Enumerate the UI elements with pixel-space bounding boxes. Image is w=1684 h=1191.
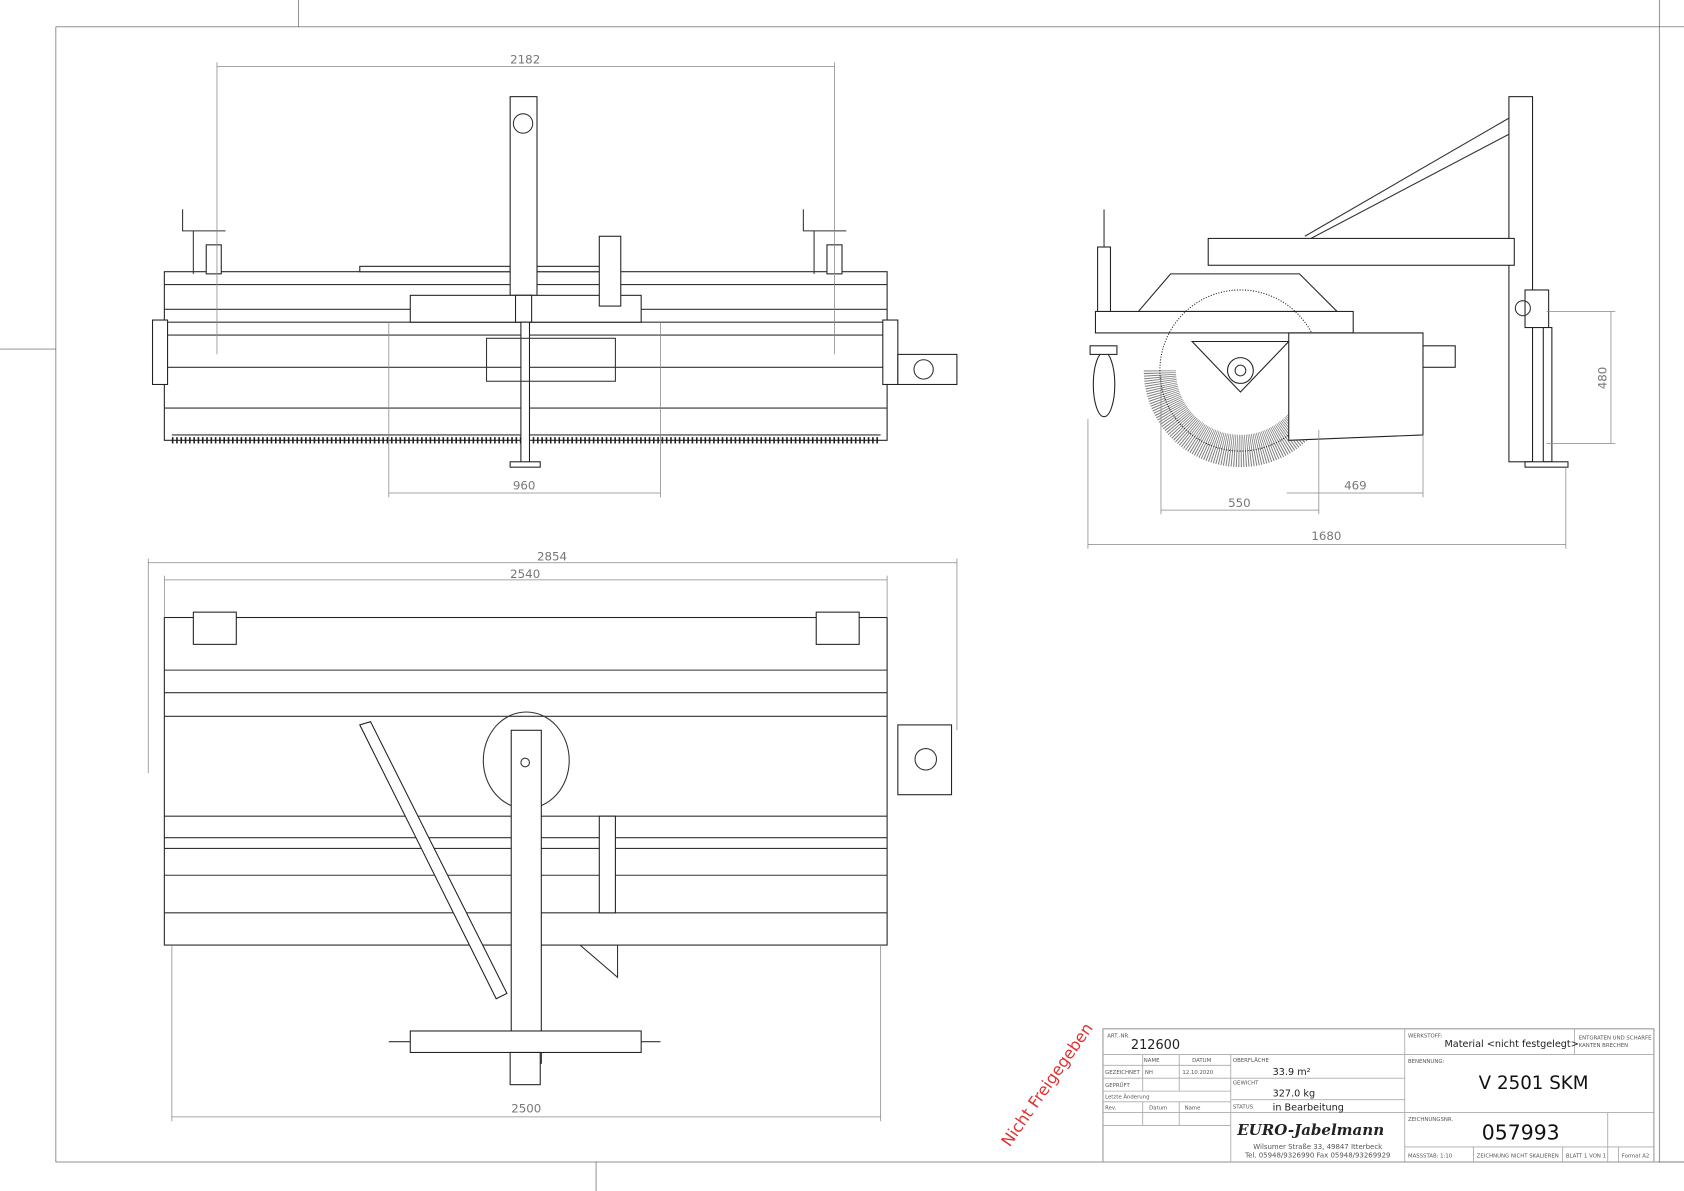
company-logo: EURO-Jabelmann <box>1236 1121 1384 1139</box>
zeichnungsnr-label: ZEICHNUNGSNR. <box>1408 1117 1453 1123</box>
werkstoff-label: WERKSTOFF: <box>1408 1033 1443 1039</box>
gezeichnet-datum: 12.10.2020 <box>1182 1070 1213 1076</box>
top-view-dimensions: 2854 2540 2500 <box>147 550 958 1122</box>
company-address: Wilsumer Straße 33, 49847 Itterbeck <box>1253 1143 1383 1151</box>
not-released-stamp: Nicht Freigegeben <box>997 1019 1096 1150</box>
dimension-label: 469 <box>1344 479 1367 493</box>
benennung-value: V 2501 SKM <box>1479 1073 1589 1094</box>
letzte-aenderung-label: Letzte Änderung <box>1105 1094 1149 1101</box>
side-view-dimensions: 550 469 1680 480 <box>1087 311 1616 549</box>
massstab: MASSSTAB: 1:10 <box>1408 1154 1453 1160</box>
dimension-label: 2500 <box>511 1102 541 1116</box>
gezeichnet-name: NH <box>1145 1070 1153 1076</box>
dimension-label: 2854 <box>537 550 567 564</box>
title-block: ART.-NR. 212600 NAME DATUM GEZEICHNET NH… <box>1102 1028 1655 1163</box>
dimension-label: 2540 <box>510 567 540 581</box>
format: Format A2 <box>1622 1154 1650 1160</box>
gewicht-label: GEWICHT <box>1233 1081 1259 1087</box>
dimension-label: 480 <box>1596 367 1610 390</box>
benennung-label: BENENNUNG: <box>1408 1059 1445 1065</box>
company-phone: Tel. 05948/9326990 Fax 05948/93269929 <box>1244 1152 1390 1160</box>
side-view <box>1089 96 1569 468</box>
gewicht-value: 327.0 kg <box>1273 1088 1315 1099</box>
geprueft-label: GEPRÜFT <box>1105 1082 1130 1089</box>
front-view-dimensions: 2182 960 <box>216 52 835 498</box>
entgraten-note: ENTGRATEN UND SCHARFE <box>1579 1036 1652 1042</box>
nicht-skalieren: ZEICHNUNG NICHT SKALIEREN <box>1477 1154 1559 1160</box>
top-view <box>163 611 953 1086</box>
dimension-label: 960 <box>513 479 536 493</box>
dimension-label: 550 <box>1228 496 1251 510</box>
datum-column-header: DATUM <box>1192 1058 1211 1064</box>
front-view <box>151 96 958 468</box>
blatt: BLATT 1 VON 1 <box>1566 1154 1606 1160</box>
rev-datum-label: Datum <box>1149 1105 1167 1111</box>
oberflaeche-value: 33.9 m² <box>1273 1067 1311 1078</box>
name-column-header: NAME <box>1144 1058 1160 1064</box>
zeichnungsnr-value: 057993 <box>1482 1120 1560 1144</box>
art-nr-value: 212600 <box>1131 1038 1180 1053</box>
status-value: in Bearbeitung <box>1273 1102 1344 1113</box>
dimension-label: 1680 <box>1311 529 1341 543</box>
oberflaeche-label: OBERFLÄCHE <box>1233 1057 1270 1064</box>
rev-label: Rev. <box>1105 1105 1117 1111</box>
status-label: STATUS <box>1233 1104 1254 1110</box>
gezeichnet-label: GEZEICHNET <box>1105 1070 1140 1076</box>
dimension-label: 2182 <box>510 52 540 66</box>
entgraten-note-2: KANTEN BRECHEN <box>1579 1043 1628 1049</box>
art-nr-label: ART.-NR. <box>1107 1033 1130 1039</box>
rev-name-label: Name <box>1185 1105 1202 1111</box>
werkstoff-value: Material <nicht festgelegt> <box>1444 1039 1578 1050</box>
